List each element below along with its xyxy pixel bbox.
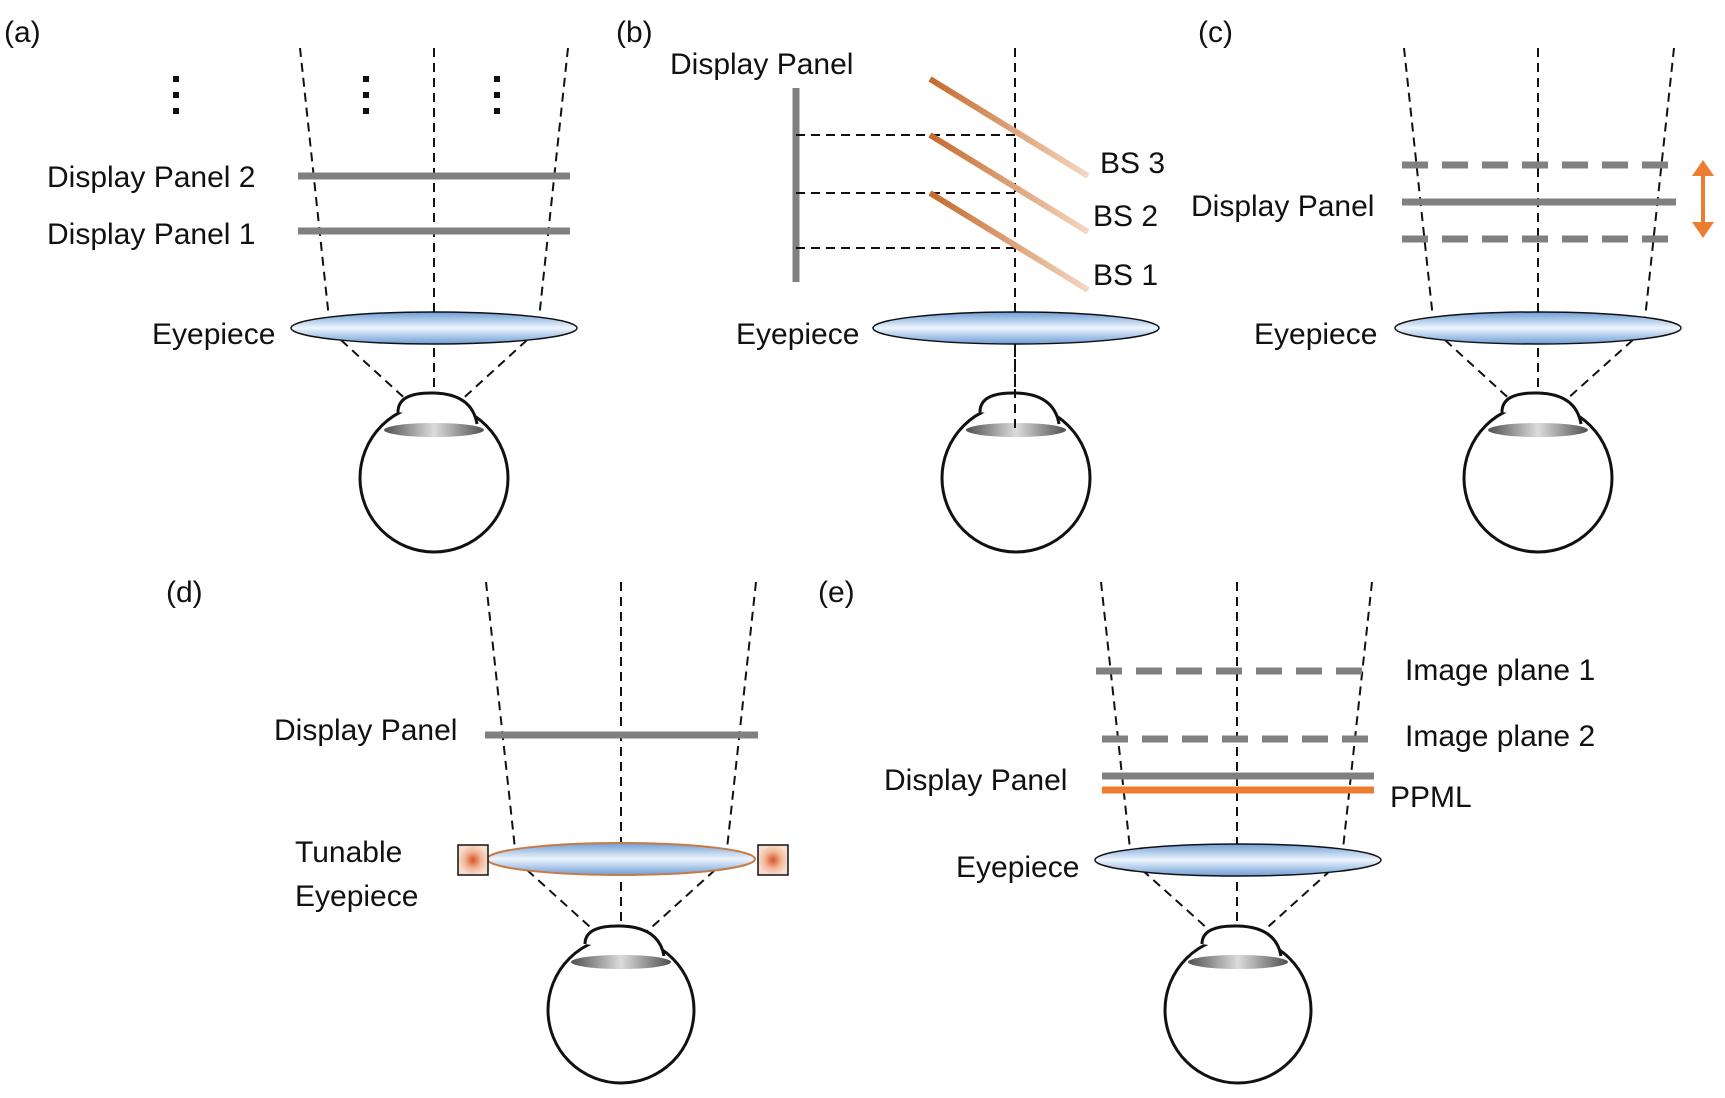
eyepiece-lens: [1094, 843, 1382, 877]
ray-right: [537, 47, 569, 329]
actuator-left-icon: [457, 844, 489, 876]
bs3-label: BS 3: [1100, 147, 1165, 180]
panel-a-tag: (a): [4, 16, 41, 49]
ray-converge-left: [329, 329, 435, 426]
display-panel-2-label: Display Panel 2: [47, 161, 255, 194]
ray-right: [1643, 47, 1675, 329]
panel-c: (c) Display Panel Eyepiece: [1191, 16, 1714, 554]
axial-motion-arrow-icon: [1692, 160, 1714, 238]
ray-left: [485, 581, 517, 859]
eyepiece-lens: [1394, 311, 1682, 345]
eyepiece-lens: [872, 311, 1160, 345]
panel-a: (a) Display Panel 2 Display Panel 1 Eyep…: [4, 16, 578, 554]
display-panel-label: Display Panel: [884, 764, 1067, 797]
ray-converge-left: [1130, 859, 1238, 956]
display-panel-label: Display Panel: [670, 48, 853, 81]
ray-left: [1100, 581, 1132, 859]
panel-c-tag: (c): [1198, 16, 1233, 49]
display-panel-label: Display Panel: [1191, 190, 1374, 223]
beam-splitter-1: [928, 190, 1090, 293]
eyepiece-label: Eyepiece: [956, 851, 1079, 884]
panel-d-tag: (d): [166, 576, 203, 609]
panel-b-tag: (b): [616, 16, 653, 49]
eye-icon: [1163, 924, 1313, 1085]
eyepiece-label: Eyepiece: [736, 318, 859, 351]
ellipsis-dots-icon: [173, 76, 500, 114]
ray-left: [1403, 47, 1435, 329]
tunable-label-line1: Tunable: [295, 836, 402, 869]
ray-right: [1341, 581, 1373, 859]
ray-converge-left: [1433, 329, 1539, 426]
eyepiece-label: Eyepiece: [152, 318, 275, 351]
eye-icon: [940, 391, 1092, 554]
image-plane-1-label: Image plane 1: [1405, 654, 1595, 687]
beam-splitter-3: [928, 76, 1090, 179]
eyepiece-lens: [290, 311, 578, 345]
bs2-label: BS 2: [1093, 200, 1158, 233]
ray-converge-right: [1537, 329, 1645, 426]
panel-d: (d) Display Panel Tunable Eyepiece: [166, 576, 789, 1085]
bs1-label: BS 1: [1093, 259, 1158, 292]
panel-e: (e) Image plane 1 Image plane 2 Display …: [818, 576, 1595, 1085]
eyepiece-label: Eyepiece: [1254, 318, 1377, 351]
ray-converge-right: [620, 859, 727, 956]
ray-converge-right: [1236, 859, 1343, 956]
display-panel-label: Display Panel: [274, 714, 457, 747]
beam-splitter-2: [928, 132, 1090, 235]
eye-icon: [546, 924, 696, 1085]
eye-icon: [358, 391, 510, 554]
tunable-label-line2: Eyepiece: [295, 880, 418, 913]
image-plane-2-label: Image plane 2: [1405, 720, 1595, 753]
panel-b: (b) Display Panel BS 3 BS 2 BS 1 Eyepiec…: [616, 16, 1165, 554]
ray-left: [299, 47, 331, 329]
tunable-eyepiece-lens: [486, 842, 756, 876]
display-panel-1-label: Display Panel 1: [47, 218, 255, 251]
ray-right: [725, 581, 757, 859]
ray-converge-left: [515, 859, 622, 956]
ray-converge-right: [433, 329, 539, 426]
actuator-right-icon: [757, 844, 789, 876]
eye-icon: [1462, 391, 1614, 554]
ppml-label: PPML: [1390, 781, 1472, 814]
panel-e-tag: (e): [818, 576, 855, 609]
